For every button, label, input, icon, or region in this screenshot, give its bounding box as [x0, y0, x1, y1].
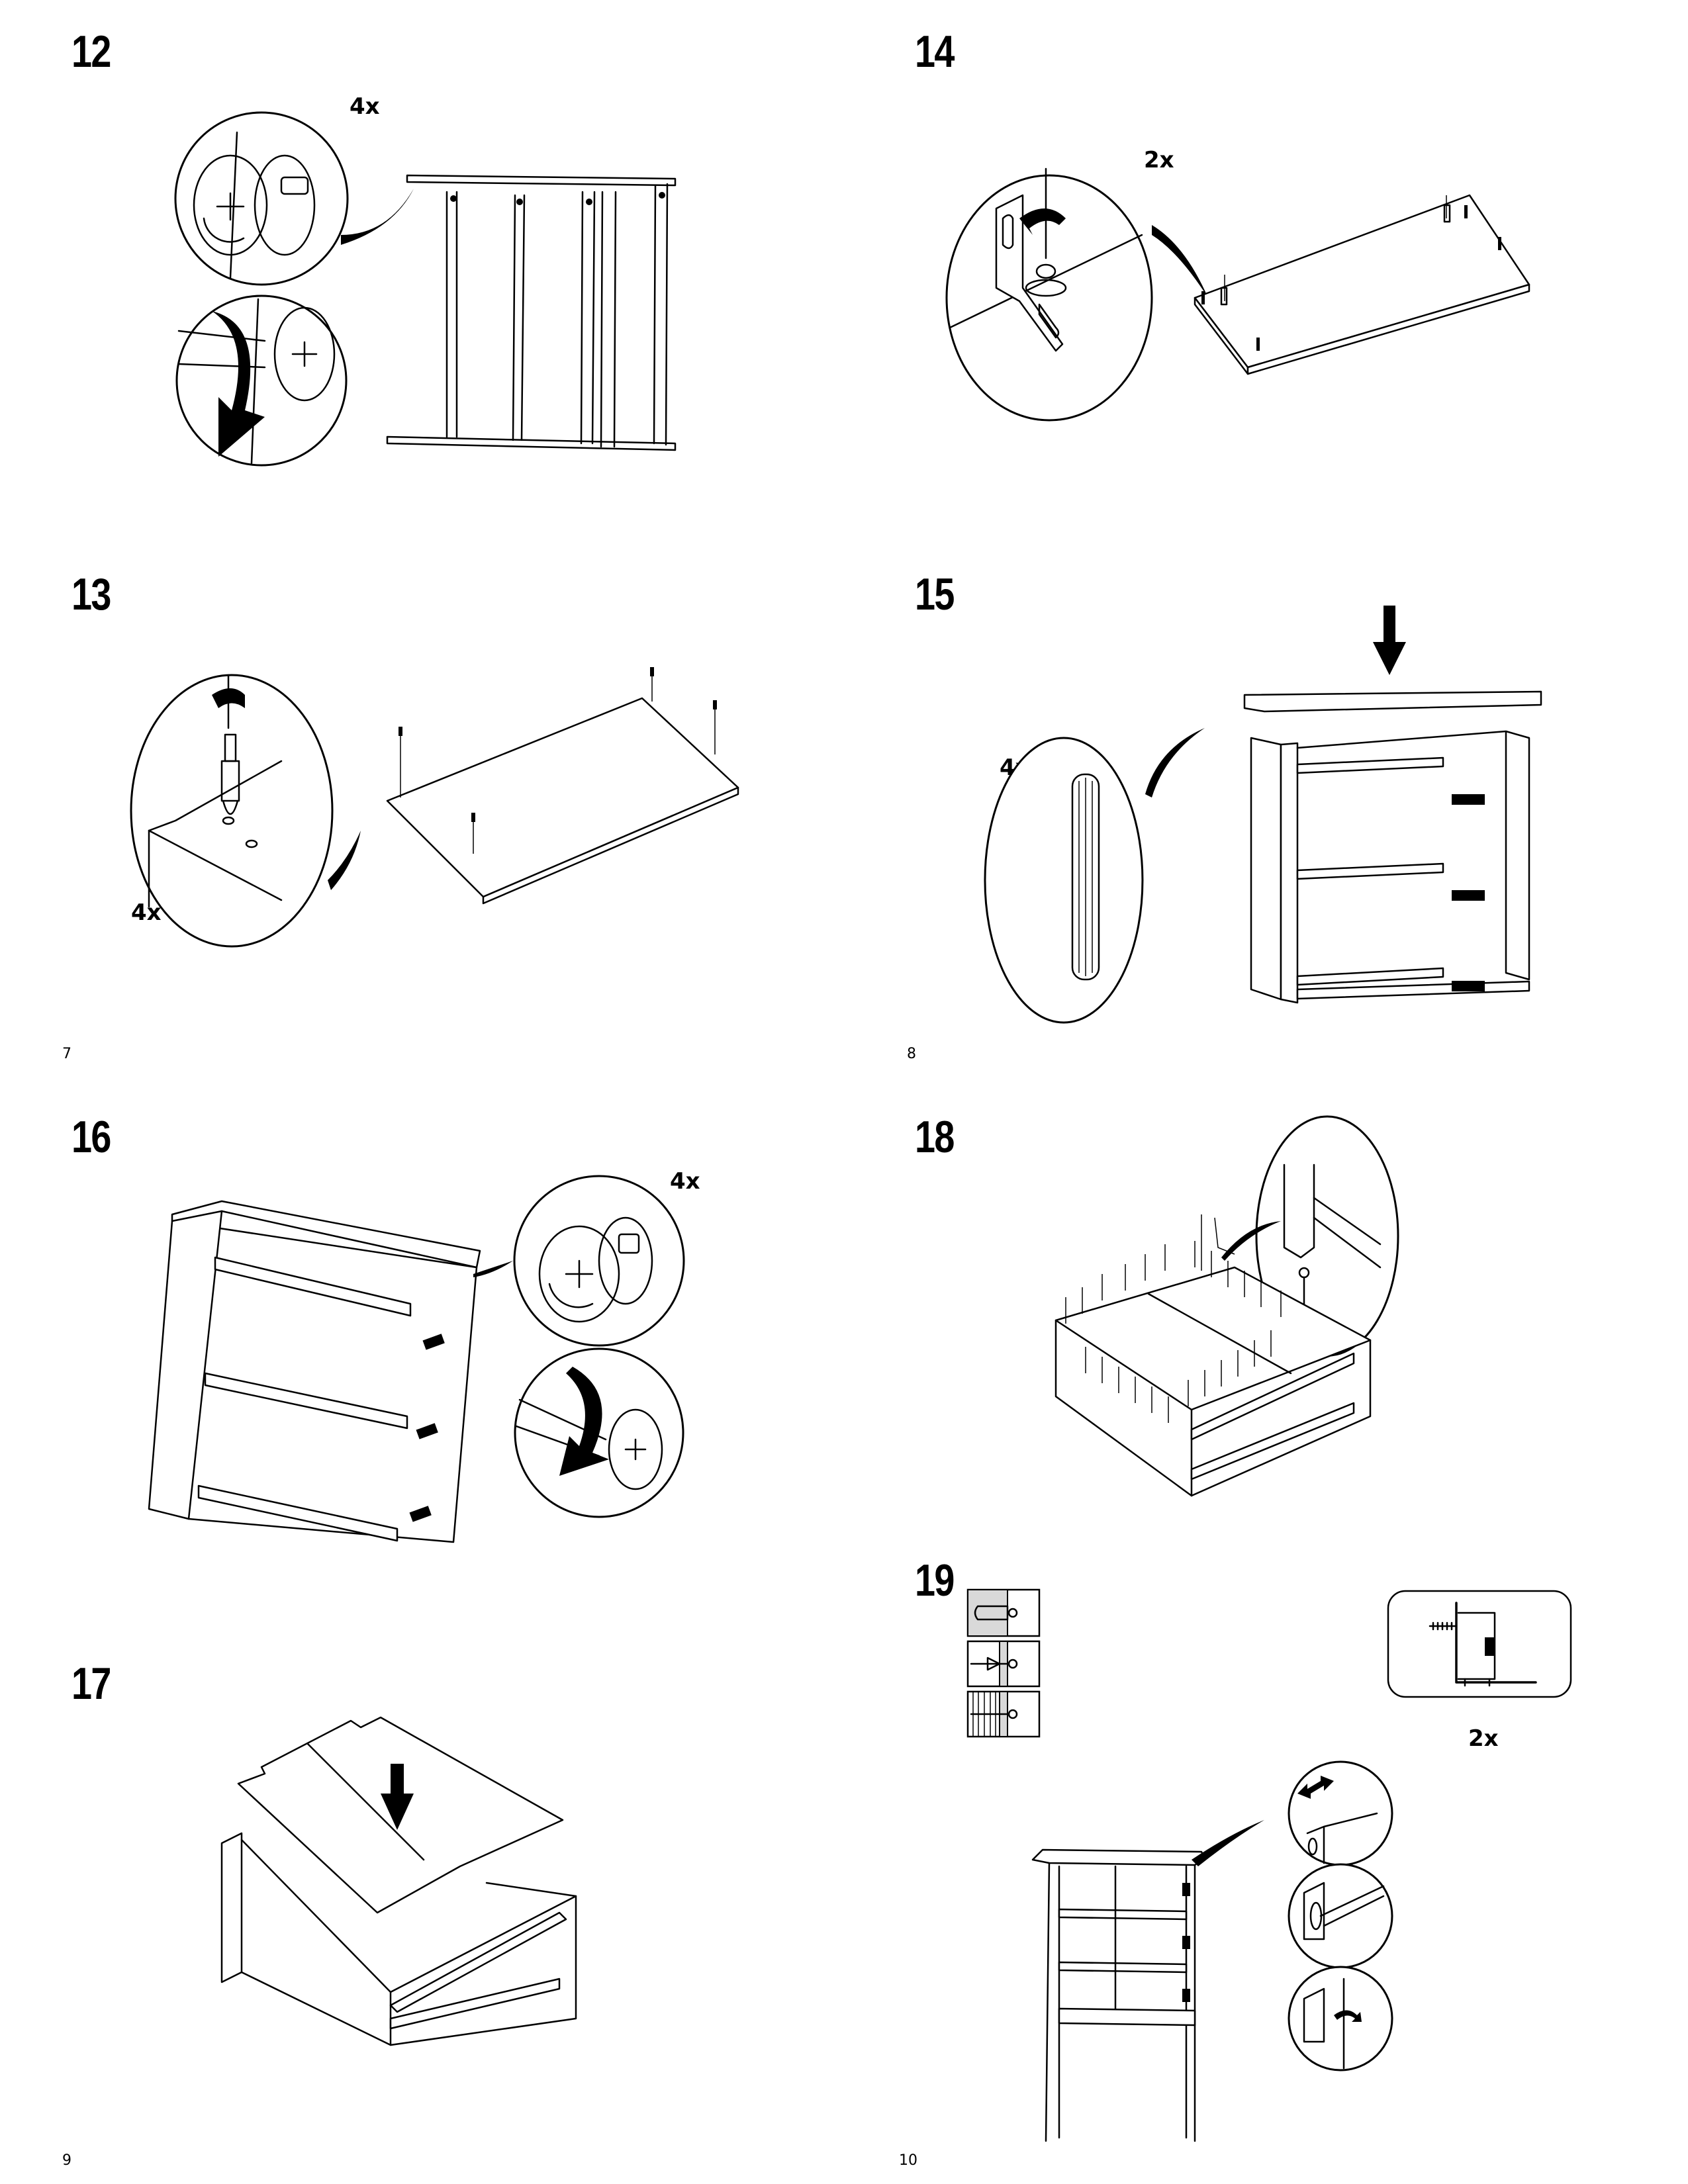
- step-number-14: 14: [915, 26, 955, 77]
- wall-type-diagrams: [968, 1590, 1041, 1742]
- rotate-arrow-icon: [212, 688, 245, 708]
- step-number-17: 17: [71, 1659, 111, 1709]
- quantity-label-step-16: 4x: [670, 1168, 700, 1195]
- down-arrow-icon: [381, 1764, 414, 1830]
- hollow-wall-anchor-diagram: [968, 1641, 1039, 1686]
- bracket-adjust-detail-callout-3: [1289, 1967, 1392, 2070]
- rotate-arrow-icon: [559, 1367, 609, 1476]
- step-13-illustration: [109, 667, 745, 927]
- rotate-arrow-icon: [1019, 208, 1066, 235]
- page-number-8: 8: [907, 1046, 916, 1062]
- frame-assembly: [387, 175, 675, 450]
- top-panel-with-brackets: [1195, 195, 1529, 374]
- page-number-7: 7: [62, 1046, 71, 1062]
- nails: [1066, 1241, 1281, 1423]
- step-14-illustration: [947, 172, 1582, 424]
- step-12-illustration: [152, 113, 702, 483]
- step-17-illustration: [215, 1701, 632, 2045]
- callout-pointer: [473, 1261, 513, 1277]
- step-16-illustration: [142, 1175, 698, 1572]
- cam-lock-detail-callout: [514, 1176, 684, 1345]
- callout-pointer: [1221, 1221, 1281, 1261]
- top-panel-onto-carcass: [1244, 692, 1541, 1003]
- page-number-10: 10: [899, 2152, 917, 2169]
- step-number-15: 15: [915, 569, 955, 619]
- bracket-adjust-detail-callout-1: [1289, 1762, 1392, 1865]
- cam-bolt-detail-callout: [131, 675, 332, 946]
- wall-fixing-info-box: [1387, 1590, 1572, 1698]
- quantity-label-step-14: 2x: [1144, 147, 1174, 173]
- callout-pointer: [341, 189, 414, 245]
- callout-pointer: [1152, 225, 1208, 298]
- wood-stud-screw-diagram: [968, 1692, 1039, 1737]
- callout-pointer: [328, 831, 361, 890]
- quantity-label-step-19: 2x: [1468, 1725, 1499, 1752]
- step-19-illustration: [1033, 1741, 1496, 2171]
- bracket-adjust-detail-callout-2: [1289, 1864, 1392, 1968]
- screwdriver-turn-detail-callout: [515, 1349, 683, 1517]
- callout-pointer: [1192, 1820, 1264, 1866]
- cam-lock-detail-callout: [175, 113, 348, 285]
- rotate-arrow-icon: [1334, 2010, 1362, 2022]
- cabinet-top-with-nails: [1056, 1214, 1370, 1496]
- step-number-19: 19: [915, 1555, 955, 1606]
- step-number-18: 18: [915, 1112, 955, 1162]
- cabinet-front-view: [1033, 1850, 1205, 2141]
- quantity-label-step-13: 4x: [131, 899, 162, 926]
- page-number-9: 9: [62, 2152, 71, 2169]
- bracket-screw-detail-callout: [947, 169, 1152, 420]
- quantity-label-step-12: 4x: [350, 93, 380, 120]
- step-number-13: 13: [71, 569, 111, 619]
- step-18-illustration: [1036, 1125, 1420, 1522]
- cabinet-carcass: [222, 1833, 576, 2045]
- step-number-12: 12: [71, 26, 111, 77]
- screwdriver-turn-detail-callout: [177, 296, 346, 465]
- concrete-wall-anchor-diagram: [968, 1590, 1039, 1636]
- callout-pointer: [1145, 728, 1205, 797]
- rotate-arrow-icon: [212, 311, 265, 457]
- cabinet-on-back: [149, 1201, 480, 1542]
- double-arrow-icon: [1297, 1776, 1334, 1799]
- step-15-illustration: [986, 606, 1549, 1006]
- dowel-detail-callout: [985, 738, 1143, 1023]
- panel-with-cam-bolts: [387, 667, 738, 903]
- down-arrow-icon: [1373, 606, 1406, 675]
- step-number-16: 16: [71, 1112, 111, 1162]
